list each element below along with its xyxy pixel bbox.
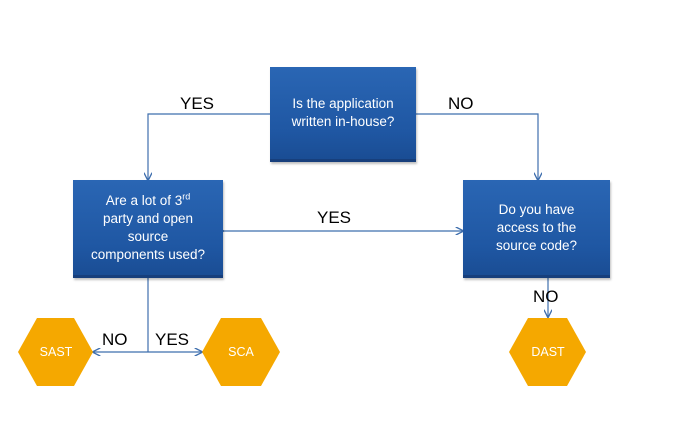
question-source-access-line3: source code? bbox=[495, 237, 578, 253]
question-third-party-line1-text: Are a lot of 3 bbox=[105, 192, 183, 208]
question-in-house-line1: Is the application bbox=[292, 96, 394, 111]
question-source-access-line2: access to the bbox=[496, 219, 577, 235]
label-yes-top: YES bbox=[180, 94, 215, 113]
sast-hexagon bbox=[18, 318, 93, 386]
sca-hexagon bbox=[202, 318, 280, 386]
question-third-party-box: Are a lot of 3rd party and open source c… bbox=[73, 180, 223, 278]
label-no-bottom: NO bbox=[102, 330, 128, 349]
question-third-party-line3: source bbox=[127, 228, 169, 244]
question-third-party-line1: Are a lot of 3rd bbox=[91, 192, 205, 210]
sca-label: SCA bbox=[228, 345, 254, 359]
dast-hexagon bbox=[509, 318, 586, 386]
question-source-access-line1: Do you have bbox=[498, 201, 575, 217]
dast-label: DAST bbox=[531, 345, 565, 359]
connector-inhouse-yes bbox=[148, 113, 270, 180]
label-no-top: NO bbox=[448, 94, 474, 113]
question-third-party-ordinal: rd bbox=[182, 191, 191, 201]
label-no-right: NO bbox=[533, 287, 559, 306]
label-yes-bottom: YES bbox=[155, 330, 190, 349]
question-source-access-box: Do you have access to the source code? bbox=[463, 180, 610, 278]
question-in-house-line2: written in-house? bbox=[291, 114, 395, 129]
connector-inhouse-no bbox=[416, 113, 538, 180]
sast-label: SAST bbox=[39, 345, 73, 359]
label-yes-middle: YES bbox=[317, 208, 352, 227]
question-third-party-line2: party and open bbox=[102, 210, 194, 226]
question-in-house-box: Is the application written in-house? bbox=[270, 67, 416, 162]
question-third-party-line4: components used? bbox=[90, 246, 206, 262]
